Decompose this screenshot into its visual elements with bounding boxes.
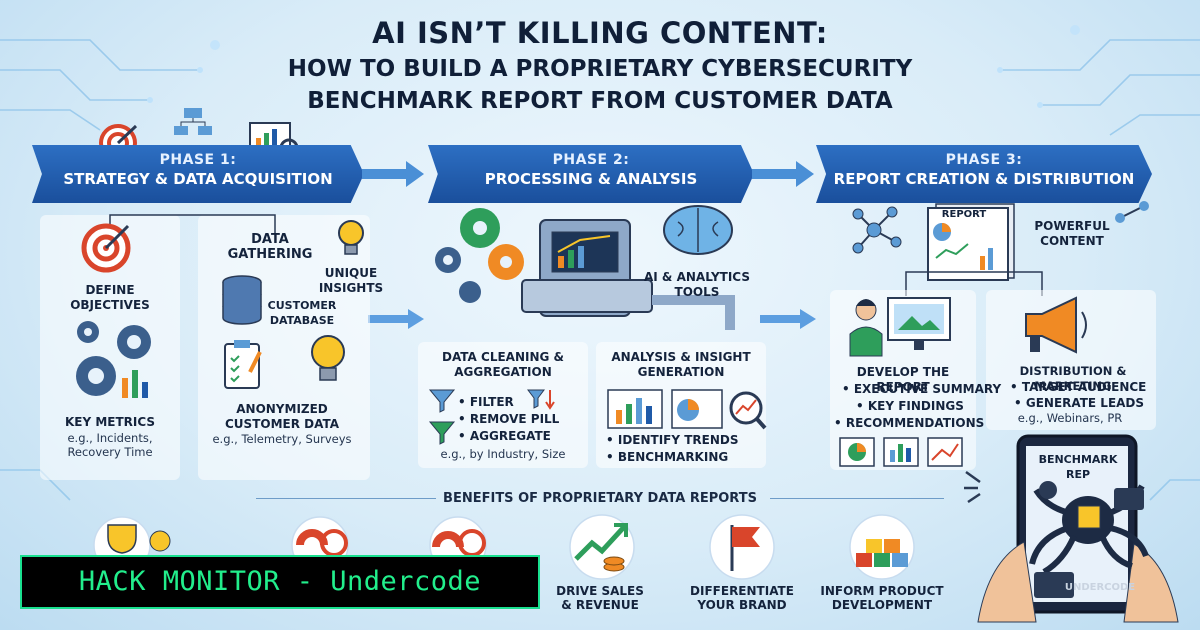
benefits-line-right [770,498,944,499]
key-metrics-example: e.g., Incidents, Recovery Time [67,431,153,459]
phase-1-name: STRATEGY & DATA ACQUISITION [63,170,333,188]
benefit-inform-product-l2: DEVELOPMENT [831,598,933,612]
benefits-line-left [256,498,436,499]
ai-analytics-tools-label: AI & ANALYTICS TOOLS [644,270,750,299]
title-line-3: BENCHMARK REPORT FROM CUSTOMER DATA [307,88,893,114]
phase-2-name: PROCESSING & ANALYSIS [484,170,698,188]
customer-database-label: CUSTOMER DATABASE [267,299,337,327]
product-blocks-icon [849,514,915,580]
arrow-mid-1 [368,309,424,329]
arrow-mid-2 [760,309,816,329]
hack-monitor-watermark: HACK MONITOR - Undercode [20,555,540,609]
report-label: REPORT [941,209,987,220]
develop-item-exec-summary: • EXECUTIVE SUMMARY [842,382,1002,396]
octopus-mascot-icon [1029,481,1149,598]
data-gathering-label: DATA GATHERING [227,232,313,262]
develop-item-recommendations: • RECOMMENDATIONS [834,416,985,430]
brain-icon [663,205,733,255]
data-cleaning-title: DATA CLEANING & AGGREGATION [441,350,564,379]
anonymized-data-example: e.g., Telemetry, Surveys [212,432,352,446]
distribution-title: DISTRIBUTION & MARKETING [1019,364,1127,393]
anonymized-data-label: ANONYMIZED CUSTOMER DATA [225,402,339,431]
data-cleaning-panel [418,342,588,468]
key-metrics-label: KEY METRICS [64,415,156,429]
distribution-example: e.g., Webinars, PR [1017,411,1123,425]
phase-3-connector [905,271,1043,296]
flag-icon [709,514,775,580]
distribution-item-target: • TARGET AUDIENCE [1010,380,1147,394]
magnet-target-icon-2 [429,516,487,574]
hierarchy-icon [174,108,212,135]
undercode-logo-text: UNDERCODE [1064,582,1136,593]
define-objectives-label: DEFINE OBJECTIVES [70,283,150,312]
cleaning-item-aggregate: • AGGREGATE [458,429,551,443]
sparkle-lines-icon [964,470,981,504]
benefit-drive-sales-l2: & REVENUE [561,598,639,612]
funnel-icon [428,389,456,445]
develop-report-title: DEVELOP THE REPORT [856,365,950,394]
lightbulb-icon [338,220,364,255]
benefit-differentiate-l2: YOUR BRAND [697,598,787,612]
megaphone-icon [1025,296,1087,354]
benefits-title: BENEFITS OF PROPRIETARY DATA REPORTS [443,491,757,506]
title-line-2: HOW TO BUILD A PROPRIETARY CYBERSECURITY [287,56,913,82]
trophy-lightbulb-icon [93,516,171,574]
target-icon [81,223,131,273]
phase-3-banner: PHASE 3: REPORT CREATION & DISTRIBUTION [816,145,1152,203]
person-computer-icon [849,297,951,357]
report-document-icon [927,203,1015,281]
arrow-phase1-to-phase2 [362,161,424,187]
powerful-content-label: POWERFUL CONTENT [1034,219,1110,248]
cleaning-item-filter: • FILTER [458,395,514,409]
title-line-1: AI ISN’T KILLING CONTENT: [372,16,828,50]
benefit-drive-sales: DRIVE SALES & REVENUE [530,584,670,612]
phase-1-banner: PHASE 1: STRATEGY & DATA ACQUISITION [32,145,364,203]
tablet-report-label: BENCHMARK REP [1038,453,1118,481]
network-small-icon [1115,201,1149,223]
analysis-charts-icon [607,389,767,430]
gears-icon [435,208,524,303]
arrow-phase2-to-phase3 [752,161,814,187]
lightbulb-large-icon [311,335,345,381]
phase-3-name: REPORT CREATION & DISTRIBUTION [833,170,1135,188]
processing-machine-illustration [435,205,735,330]
phase-1-label: PHASE 1: [159,152,237,168]
cleaning-item-remove: • REMOVE PILL [458,412,560,426]
distribution-item-leads: • GENERATE LEADS [1014,396,1145,410]
develop-item-key-findings: • KEY FINDINGS [856,399,964,413]
benefit-inform-product: INFORM PRODUCT DEVELOPMENT [812,584,952,612]
unique-insights-label: UNIQUE INSIGHTS [318,266,384,295]
benefit-drive-sales-l1: DRIVE SALES [556,584,644,598]
phase-3-label: PHASE 3: [945,152,1023,168]
report-charts-icon [839,437,963,467]
database-icon [222,275,262,325]
benefit-inform-product-l1: INFORM PRODUCT [820,584,944,598]
cleaning-example: e.g., by Industry, Size [440,447,566,461]
network-icon [852,206,902,254]
magnet-target-icon [291,516,349,574]
gears-metrics-icon [76,321,151,398]
tablet-hand-illustration [977,434,1179,623]
analysis-item-trends: • IDENTIFY TRENDS [606,433,739,447]
phase-1-connector [109,214,276,233]
sales-growth-icon [569,514,635,580]
filter-arrow-icon [527,389,555,410]
clipboard-icon [224,340,262,389]
benefit-differentiate: DIFFERENTIATE YOUR BRAND [672,584,812,612]
analysis-title: ANALYSIS & INSIGHT GENERATION [611,350,751,379]
phase-2-label: PHASE 2: [552,152,630,168]
analysis-item-benchmarking: • BENCHMARKING [606,450,729,464]
benefit-differentiate-l1: DIFFERENTIATE [690,584,794,598]
machine-icon [521,219,735,330]
phase-2-banner: PHASE 2: PROCESSING & ANALYSIS [428,145,754,203]
